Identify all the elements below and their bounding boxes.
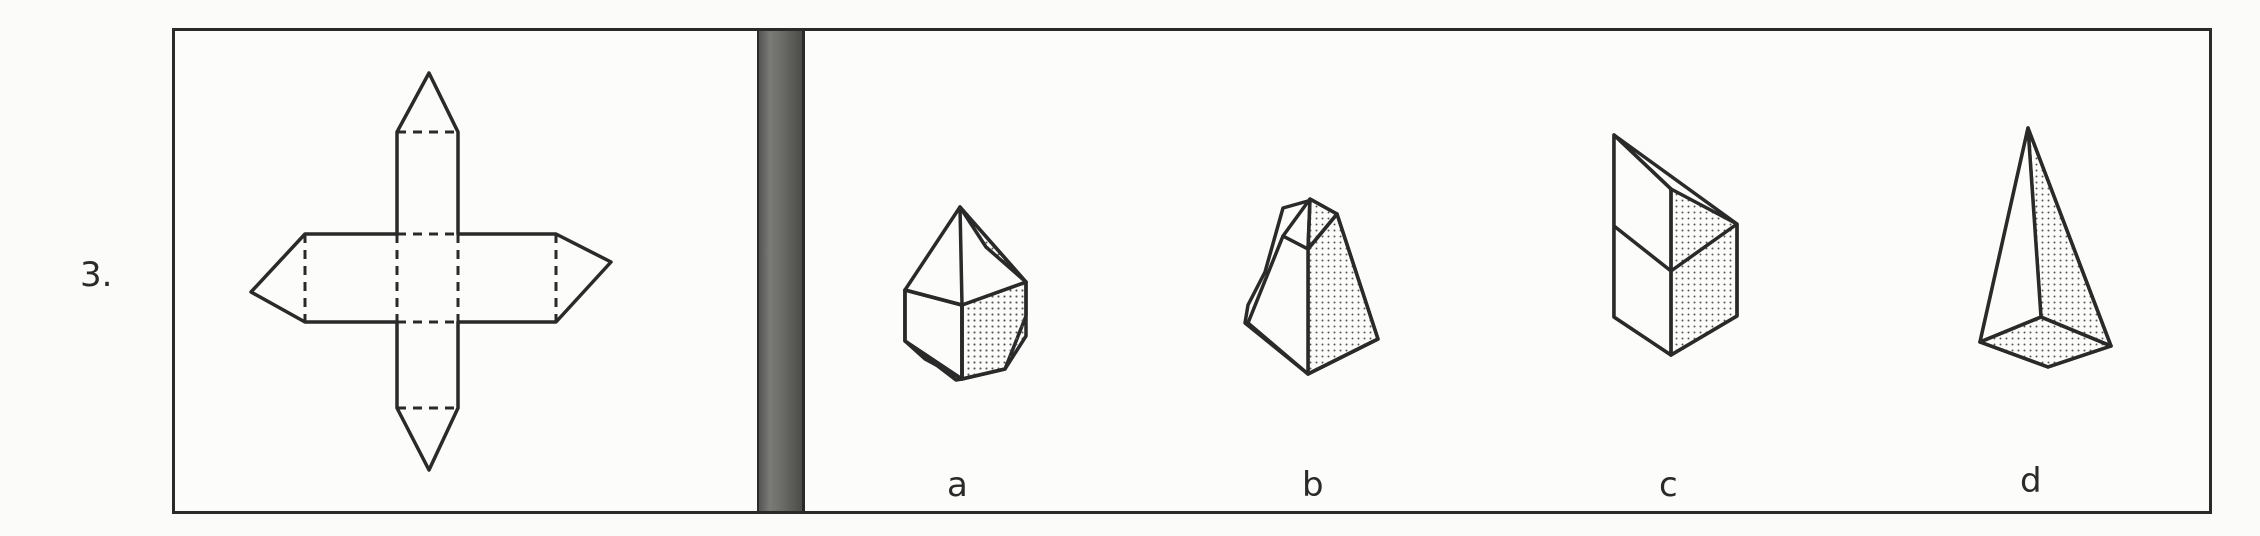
question-frame: a b c d <box>172 28 2212 514</box>
options-diagrams <box>903 126 2113 382</box>
option-b-shape[interactable] <box>1243 197 1380 376</box>
cross-net-diagram <box>249 71 613 472</box>
option-label-c[interactable]: c <box>1659 465 1678 505</box>
divider-bar <box>757 31 805 511</box>
question-number: 3. <box>80 255 113 295</box>
option-label-d[interactable]: d <box>2020 461 2042 501</box>
option-label-a[interactable]: a <box>947 465 968 505</box>
option-c-shape[interactable] <box>1612 133 1739 357</box>
net-outline <box>249 71 613 472</box>
option-d-shape[interactable] <box>1978 126 2113 369</box>
option-label-b[interactable]: b <box>1302 465 1324 505</box>
options-panel: a b c d <box>805 31 2209 511</box>
net-panel <box>175 31 757 511</box>
option-a-shape[interactable] <box>903 205 1028 382</box>
